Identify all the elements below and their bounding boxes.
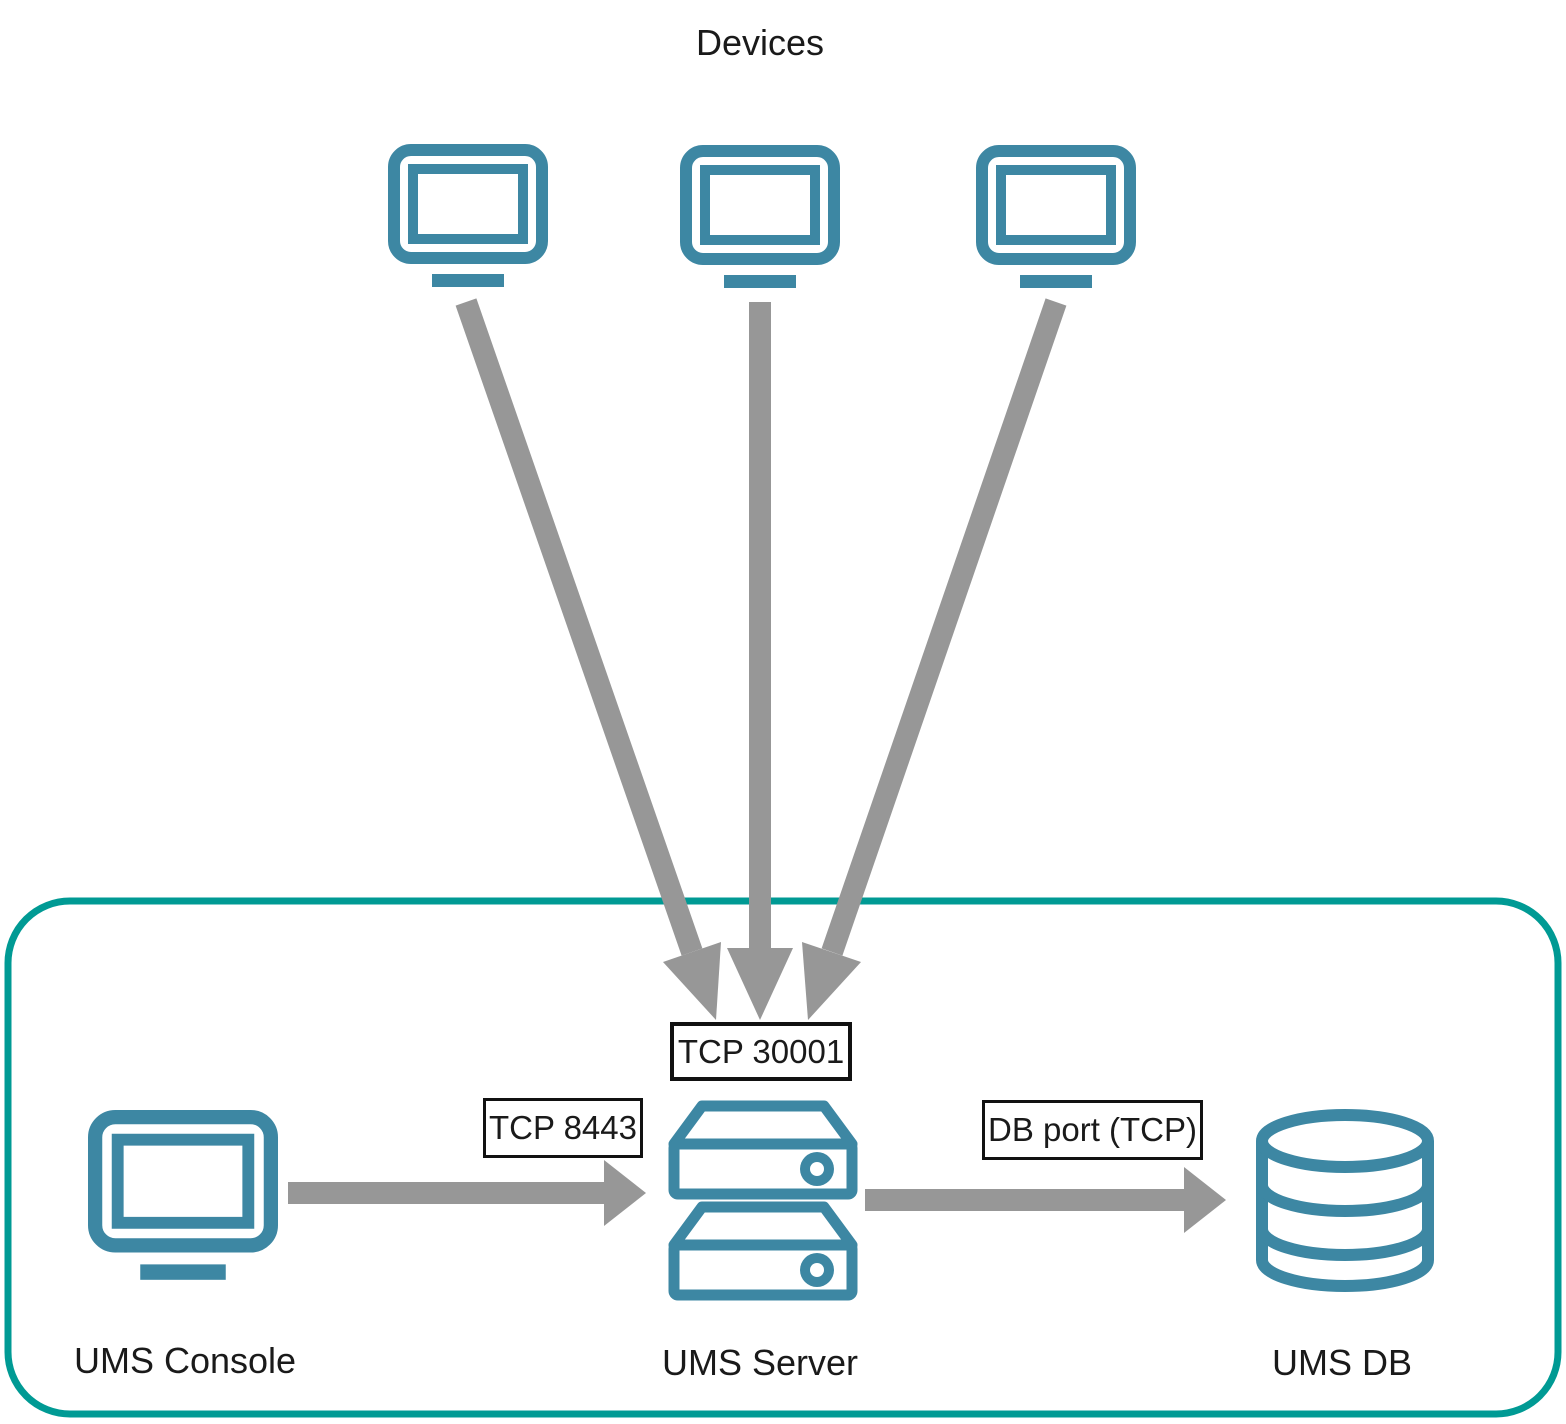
ums-server-label: UMS Server [661,1342,859,1383]
devices-group-title: Devices [695,22,825,63]
database-icon [1262,1115,1428,1286]
arrow-server-to-db [865,1167,1226,1233]
port-label-tcp-30001: TCP 30001 [670,1022,852,1081]
arrow-console-to-server [288,1160,646,1226]
monitor-icon [394,150,542,287]
port-label-tcp-8443: TCP 8443 [483,1098,643,1158]
port-label-db-port: DB port (TCP) [982,1100,1203,1160]
server-icon [674,1106,852,1295]
arrow-device2-to-server [727,302,793,1020]
arrow-device1-to-server [455,298,721,1020]
arrow-device3-to-server [802,298,1067,1020]
monitor-icon [982,151,1130,288]
ums-db-label: UMS DB [1271,1342,1413,1383]
ums-boundary-box [4,897,1562,1418]
ums-console-label: UMS Console [73,1340,297,1381]
monitor-icon [95,1117,271,1280]
monitor-icon [686,151,834,288]
